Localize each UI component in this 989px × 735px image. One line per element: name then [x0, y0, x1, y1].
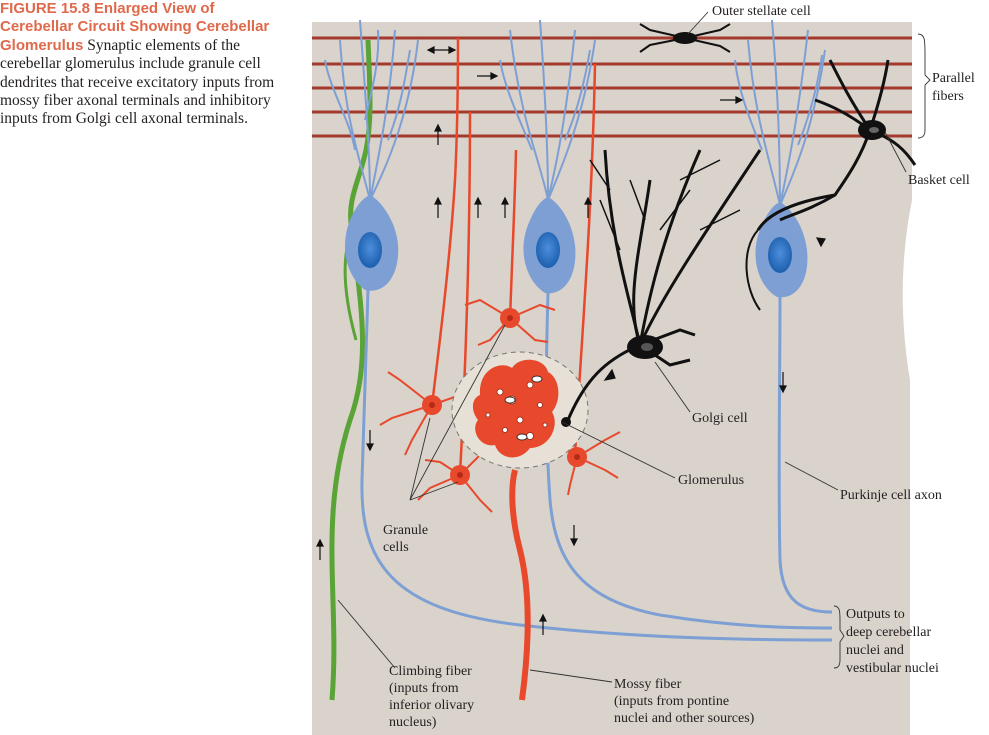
label-outputs-line4: vestibular nuclei: [846, 661, 939, 676]
mossy-fiber: [509, 469, 531, 701]
label-outputs-line2: deep cerebellar: [846, 625, 931, 640]
granule-cell-2: [464, 298, 556, 346]
basket-cell: [756, 59, 917, 231]
purkinje-cell-3: [734, 19, 833, 614]
label-parallel-fibers-line1: Parallel: [932, 71, 975, 86]
label-mossy-fiber-line3: nuclei and other sources): [614, 711, 755, 726]
glomerulus: [451, 351, 589, 469]
leader-lines: [337, 11, 931, 683]
signal-arrows: [316, 46, 826, 635]
label-granule-cells-line1: Granule: [383, 523, 428, 538]
figure-caption-text: Synaptic elements of the cerebellar glom…: [0, 36, 275, 128]
figure-title: Enlarged View of Cerebellar Circuit Show…: [0, 0, 270, 54]
label-purkinje-cell-axon: Purkinje cell axon: [840, 488, 942, 503]
label-outputs-line3: nuclei and: [846, 643, 904, 658]
label-mossy-fiber-line1: Mossy fiber: [614, 677, 682, 692]
label-outer-stellate-cell: Outer stellate cell: [712, 4, 811, 19]
label-climbing-fiber-line1: Climbing fiber: [389, 664, 472, 679]
figure-caption: FIGURE 15.8 Enlarged View of Cerebellar …: [0, 0, 288, 129]
label-glomerulus: Glomerulus: [678, 473, 744, 488]
label-climbing-fiber-line2: (inputs from: [389, 681, 459, 696]
label-climbing-fiber-line4: nucleus): [389, 715, 437, 730]
label-granule-cells-line2: cells: [383, 540, 409, 555]
label-parallel-fibers-line2: fibers: [932, 89, 964, 104]
label-golgi-cell: Golgi cell: [692, 411, 748, 426]
label-outputs-line1: Outputs to: [846, 607, 905, 622]
purkinje-cell-1: [324, 19, 833, 642]
label-mossy-fiber-line2: (inputs from pontine: [614, 694, 729, 709]
outer-stellate-cell: [639, 23, 731, 53]
label-basket-cell: Basket cell: [908, 173, 970, 188]
label-climbing-fiber-line3: inferior olivary: [389, 698, 474, 713]
golgi-cell: [561, 149, 762, 427]
figure-label: FIGURE 15.8: [0, 0, 91, 17]
